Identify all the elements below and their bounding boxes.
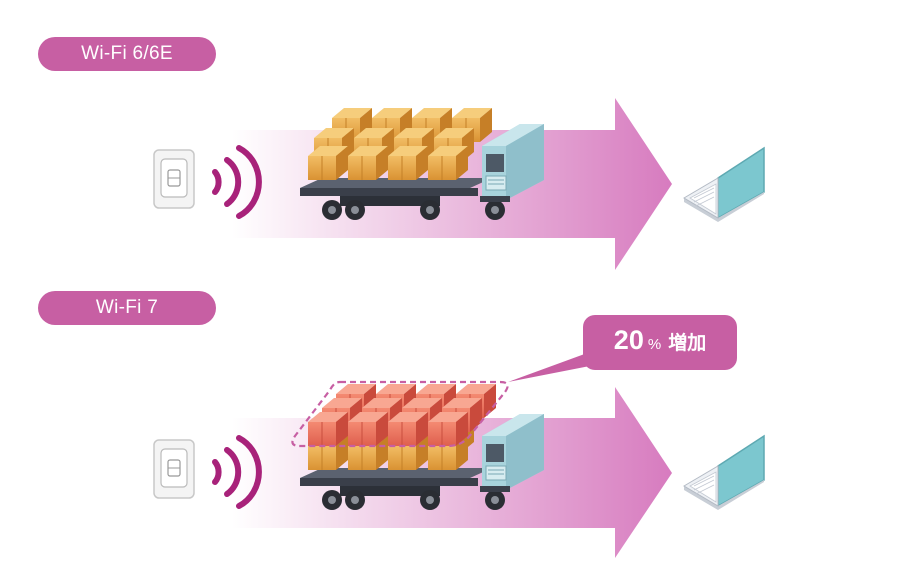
increase-callout: 20 % 増加 — [583, 315, 737, 370]
wifi6-label: Wi-Fi 6/6E — [38, 37, 216, 71]
laptop-icon — [683, 435, 765, 511]
wifi7-label: Wi-Fi 7 — [38, 291, 216, 325]
increase-text: 増加 — [668, 333, 707, 354]
extra-cargo-highlight — [291, 380, 509, 448]
row-wifi6 — [153, 98, 765, 270]
laptop-icon — [683, 147, 765, 223]
increase-number: 20 — [613, 325, 644, 355]
callout-pointer — [508, 352, 600, 382]
row-wifi7 — [153, 352, 765, 558]
access-point-icon — [153, 439, 195, 499]
increase-unit: % — [647, 336, 662, 353]
cargo-box-icon — [307, 107, 493, 181]
access-point-icon — [153, 149, 195, 209]
